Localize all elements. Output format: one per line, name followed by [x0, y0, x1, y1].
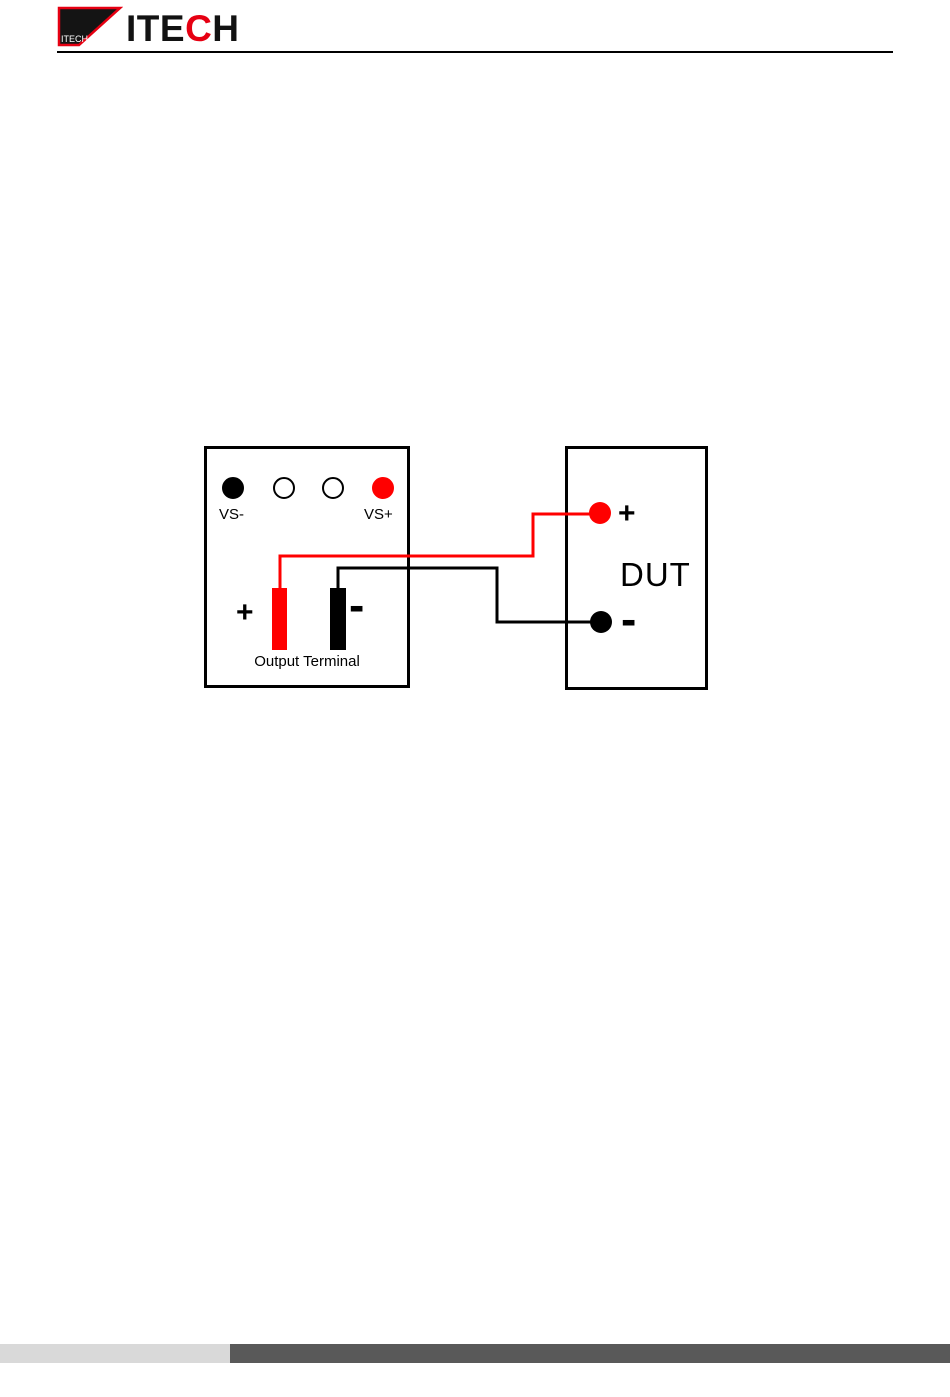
negative-output-terminal: [330, 588, 346, 650]
sense-terminal-open-2: [322, 477, 344, 499]
footer-bar-left: [0, 1344, 230, 1363]
wires: [278, 512, 601, 624]
vs-plus-terminal: [372, 477, 394, 499]
header-rule: [57, 51, 893, 53]
itech-wordmark: ITECH: [126, 7, 240, 49]
dut-negative-sign: -: [621, 593, 637, 645]
footer-bar: [0, 1344, 950, 1363]
dut-positive-terminal: [589, 502, 611, 524]
wordmark-left: ITE: [126, 7, 186, 49]
dut-negative-terminal: [590, 611, 612, 633]
logo-flag-text: ITECH: [61, 34, 88, 44]
footer-bar-right: [230, 1344, 950, 1363]
wordmark-right: H: [212, 7, 240, 49]
positive-output-terminal: [272, 588, 287, 650]
vs-plus-label: VS+: [364, 506, 393, 523]
dut-positive-sign: +: [618, 497, 636, 530]
vs-minus-terminal: [222, 477, 244, 499]
wordmark-accent: C: [185, 7, 213, 49]
psu-negative-sign: -: [349, 579, 365, 631]
output-terminal-label: Output Terminal: [254, 653, 360, 670]
dut-label: DUT: [620, 556, 691, 593]
itech-logo-icon: ITECH: [57, 6, 123, 47]
vs-minus-label: VS-: [219, 506, 245, 523]
sense-terminal-open-1: [273, 477, 295, 499]
psu-positive-sign: +: [236, 596, 254, 629]
itech-logo: ITECH ITECH: [57, 5, 248, 49]
